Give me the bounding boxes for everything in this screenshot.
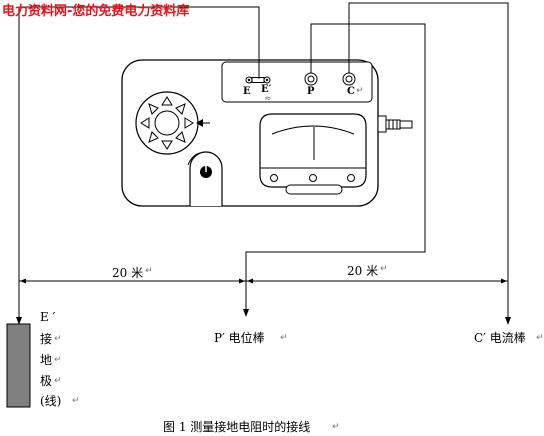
arrowhead-e-icon	[16, 317, 22, 325]
ground-label-line2: 接	[40, 332, 53, 346]
distance-right: 20 米	[347, 264, 379, 278]
terminal-c-icon	[342, 72, 356, 86]
pointer-arrow-icon	[196, 119, 210, 127]
figure-caption: 图 1 测量接地电阻时的接线	[163, 420, 311, 434]
paragraph-mark: ↵	[380, 264, 388, 274]
crank-handle-icon	[187, 151, 223, 206]
wire-e	[18, 6, 260, 324]
paragraph-mark: ↵	[332, 422, 340, 432]
ground-label-line5: (线)	[40, 394, 62, 408]
terminal-label-p: P	[307, 86, 315, 97]
paragraph-mark: ↵	[356, 86, 364, 96]
ground-label-line1: E ′	[40, 310, 56, 324]
paragraph-mark: ↵	[54, 355, 62, 365]
wire-p	[245, 23, 426, 316]
current-electrode-label: C′ 电流棒	[474, 331, 526, 345]
distance-left: 20 米	[112, 266, 144, 280]
paragraph-mark: ↵	[280, 333, 288, 343]
meter-icon	[259, 113, 367, 188]
terminal-label-e-prime: E′	[261, 84, 272, 95]
ground-label-line4: 极	[40, 374, 53, 388]
wire-c	[348, 2, 509, 324]
terminal-e-prime-icon	[263, 76, 271, 84]
shorting-link-icon	[251, 77, 265, 83]
link-mark-icon: ≈	[264, 94, 272, 104]
watermark: 电力资料网-您的免费电力资料库	[2, 4, 190, 19]
terminal-label-e: E	[243, 86, 251, 97]
paragraph-mark: ↵	[145, 266, 153, 276]
dial-knob-icon	[135, 91, 199, 155]
paragraph-mark: ↵	[54, 376, 62, 386]
meter-slot	[285, 184, 343, 195]
ground-label-line3: 地	[40, 353, 53, 367]
potential-electrode-label: P′ 电位棒	[214, 331, 265, 345]
side-connector	[377, 115, 413, 133]
paragraph-mark: ↵	[72, 396, 80, 406]
arrowhead-c-icon	[505, 317, 511, 325]
terminal-p-icon	[304, 72, 318, 86]
paragraph-mark: ↵	[54, 334, 62, 344]
paragraph-mark: ↵	[536, 333, 544, 343]
arrowhead-p-icon	[243, 309, 249, 317]
terminal-e-icon	[245, 76, 253, 84]
terminal-label-c: C	[347, 86, 355, 97]
ground-electrode	[6, 323, 31, 408]
